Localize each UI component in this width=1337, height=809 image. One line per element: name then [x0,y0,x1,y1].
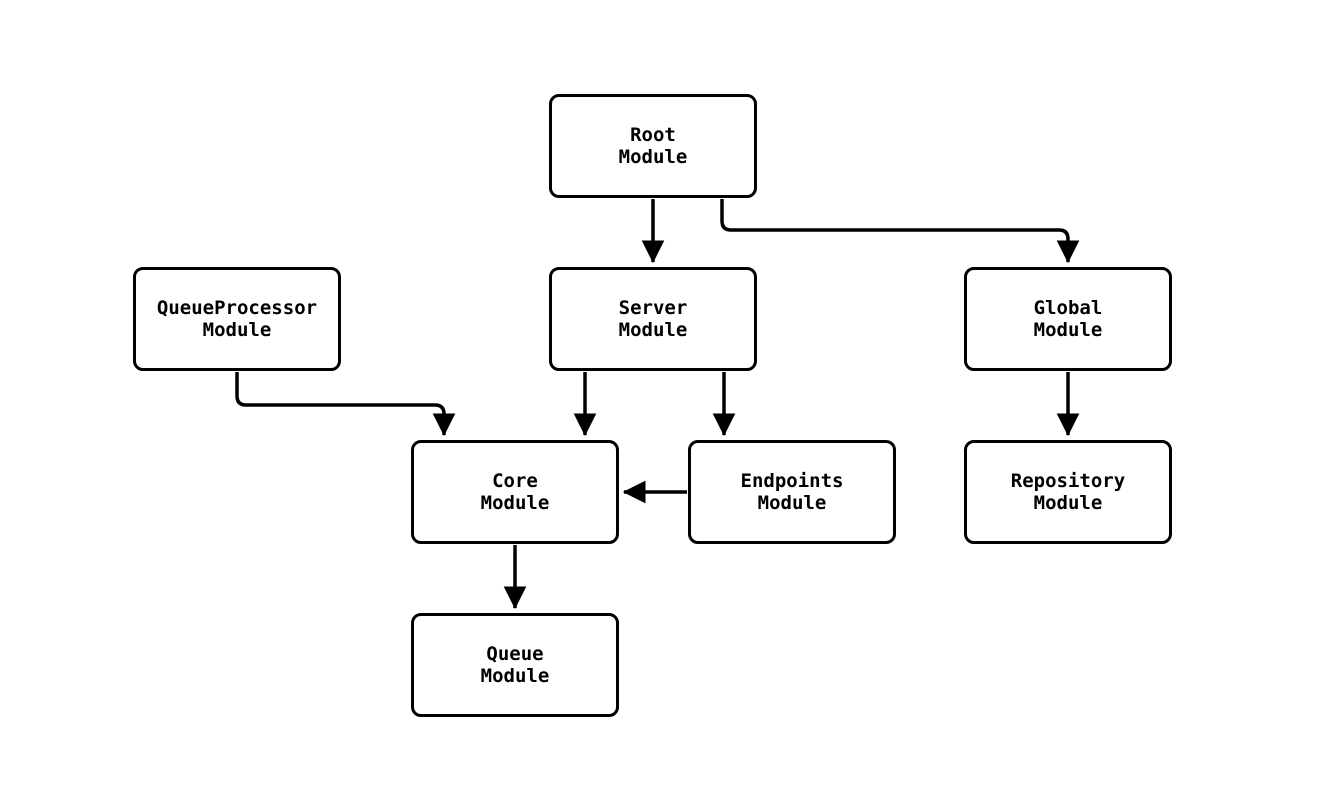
node-global-label-line2: Module [1033,319,1103,341]
node-server-label-line1: Server [618,297,688,319]
node-repository-module: Repository Module [964,440,1172,544]
node-queue-module: Queue Module [411,613,619,717]
edge-queueprocessor-to-core [235,372,456,437]
node-server-label-line2: Module [618,319,688,341]
node-repository-label-line2: Module [1033,492,1103,514]
node-core-module: Core Module [411,440,619,544]
node-queueprocessor-module: QueueProcessor Module [133,267,341,371]
node-global-module: Global Module [964,267,1172,371]
node-queueprocessor-label-line1: QueueProcessor [156,297,318,319]
node-queueprocessor-label-line2: Module [202,319,272,341]
node-endpoints-label-line2: Module [757,492,827,514]
node-core-label-line1: Core [492,470,538,492]
node-root-module: Root Module [549,94,757,198]
edge-root-to-global [720,199,1080,264]
node-endpoints-module: Endpoints Module [688,440,896,544]
node-endpoints-label-line1: Endpoints [740,470,844,492]
node-repository-label-line1: Repository [1010,470,1126,492]
node-global-label-line1: Global [1033,297,1103,319]
node-core-label-line2: Module [480,492,550,514]
node-root-label-line1: Root [630,124,676,146]
node-queue-label-line1: Queue [486,643,544,665]
node-queue-label-line2: Module [480,665,550,687]
node-server-module: Server Module [549,267,757,371]
node-root-label-line2: Module [618,146,688,168]
